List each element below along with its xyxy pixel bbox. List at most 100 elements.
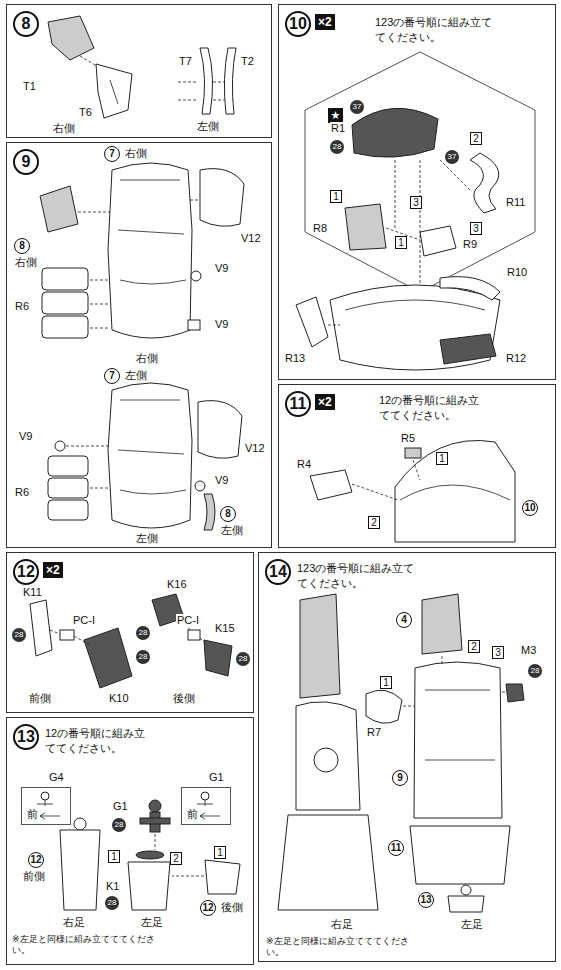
part-label: T2 <box>240 55 255 68</box>
order-number: 1 <box>214 846 226 859</box>
paint-number: 37 <box>350 100 364 114</box>
part-label: T7 <box>178 55 193 68</box>
part-label: G1 <box>112 800 129 813</box>
part-label: R8 <box>312 222 328 235</box>
paint-number: 28 <box>136 650 150 664</box>
assembly-ref: 13 <box>418 892 434 908</box>
order-number: 1 <box>108 850 120 863</box>
part-label: K1 <box>105 880 120 893</box>
part-label: K10 <box>108 692 130 705</box>
assembly-ref: 10 <box>522 500 538 516</box>
part-label: R11 <box>505 196 526 209</box>
part-label: 前 <box>186 808 199 821</box>
part-label: V9 <box>214 262 229 275</box>
paint-number: 28 <box>236 652 250 666</box>
part-label: V9 <box>214 474 229 487</box>
order-number: 1 <box>330 190 342 203</box>
step-number: 10 <box>285 11 311 37</box>
paint-number: 28 <box>136 626 150 640</box>
paint-number: 37 <box>445 150 459 164</box>
part-label: M3 <box>520 644 537 657</box>
inset-box: G4前 <box>21 787 71 825</box>
paint-number: 28 <box>112 818 126 832</box>
part-label: R9 <box>462 238 478 251</box>
part-label: 後側 <box>172 692 196 705</box>
order-number: 1 <box>395 236 407 249</box>
part-label: R12 <box>505 352 527 365</box>
part-label: V12 <box>240 232 262 245</box>
step-number: 11 <box>285 391 311 417</box>
part-label: 右足 <box>330 918 354 931</box>
assembly-ref: 12 <box>200 900 216 916</box>
part-label: R10 <box>506 266 528 279</box>
assembly-ref: 8 <box>220 506 236 522</box>
part-label: 左足 <box>460 918 484 931</box>
part-label: R6 <box>14 300 30 313</box>
part-label: K16 <box>166 578 188 591</box>
part-label: 左側 <box>135 532 159 545</box>
part-label: T1 <box>22 80 37 93</box>
step-panel: 8 <box>6 4 272 138</box>
part-label: R13 <box>284 352 306 365</box>
step-panel: 9 <box>6 142 272 548</box>
instruction-text: 123の番号順に組み立ててください。 <box>375 15 495 45</box>
assembly-ref: 7 <box>104 146 120 162</box>
step-number: 14 <box>265 559 291 585</box>
step-number: 8 <box>13 11 39 37</box>
part-label: T6 <box>78 106 93 119</box>
assembly-ref: 12 <box>28 852 44 868</box>
paint-number: 28 <box>12 628 26 642</box>
part-label: 前側 <box>22 870 46 883</box>
assembly-ref: 9 <box>392 770 408 786</box>
part-label: 左側 <box>196 120 220 133</box>
instruction-text: 12の番号順に組み立ててください。 <box>379 393 489 423</box>
step-panel: 11×2 12の番号順に組み立ててください。 <box>278 384 556 548</box>
paint-number: 28 <box>330 140 344 154</box>
part-label: 右側 <box>52 122 76 135</box>
note-text: ※左足と同様に組み立てててください。 <box>12 934 162 956</box>
step-panel: 1312の番号順に組み立ててください。G4前G1前 <box>6 717 254 965</box>
part-label: 右足 <box>62 916 86 929</box>
order-number: 3 <box>492 646 504 659</box>
assembly-ref: 8 <box>14 238 30 254</box>
part-label: 前側 <box>28 692 52 705</box>
assembly-ref: 11 <box>388 840 404 856</box>
order-number: 3 <box>410 196 422 209</box>
order-number: 2 <box>368 516 380 529</box>
order-number: 1 <box>436 452 448 465</box>
part-label: PC-I <box>72 614 96 627</box>
part-label: R4 <box>296 458 312 471</box>
part-label: K15 <box>214 622 236 635</box>
quantity-badge: ×2 <box>315 394 335 410</box>
quantity-badge: ×2 <box>315 14 335 30</box>
part-label: V12 <box>244 442 266 455</box>
part-label: G4 <box>48 771 65 784</box>
step-panel: 10×2 123の番号順に組み立ててください。 <box>278 4 556 380</box>
instruction-text: 123の番号順に組み立ててください。 <box>297 561 417 591</box>
part-label: 左足 <box>140 916 164 929</box>
assembly-ref: 7 <box>104 368 120 384</box>
part-label: 後側 <box>220 901 244 914</box>
inset-box: G1前 <box>181 787 231 825</box>
part-label: 左側 <box>220 524 244 537</box>
assembly-ref: 4 <box>396 612 412 628</box>
step-number: 12 <box>13 559 39 585</box>
star-mark: ★ <box>328 108 343 123</box>
part-label: 前 <box>26 808 39 821</box>
paint-number: 28 <box>105 896 119 910</box>
order-number: 3 <box>470 222 482 235</box>
part-label: G1 <box>208 771 225 784</box>
step-number: 9 <box>13 149 39 175</box>
part-label: R5 <box>400 432 416 445</box>
part-label: R1 <box>330 122 346 135</box>
part-label: PC-I <box>176 614 200 627</box>
order-number: 1 <box>380 676 392 689</box>
quantity-badge: ×2 <box>43 562 63 578</box>
part-label: 右側 <box>135 352 159 365</box>
part-label: V9 <box>18 430 33 443</box>
part-label: K11 <box>22 586 43 599</box>
part-label: 右側 <box>124 147 148 160</box>
part-label: V9 <box>214 318 229 331</box>
part-label: R7 <box>366 726 382 739</box>
